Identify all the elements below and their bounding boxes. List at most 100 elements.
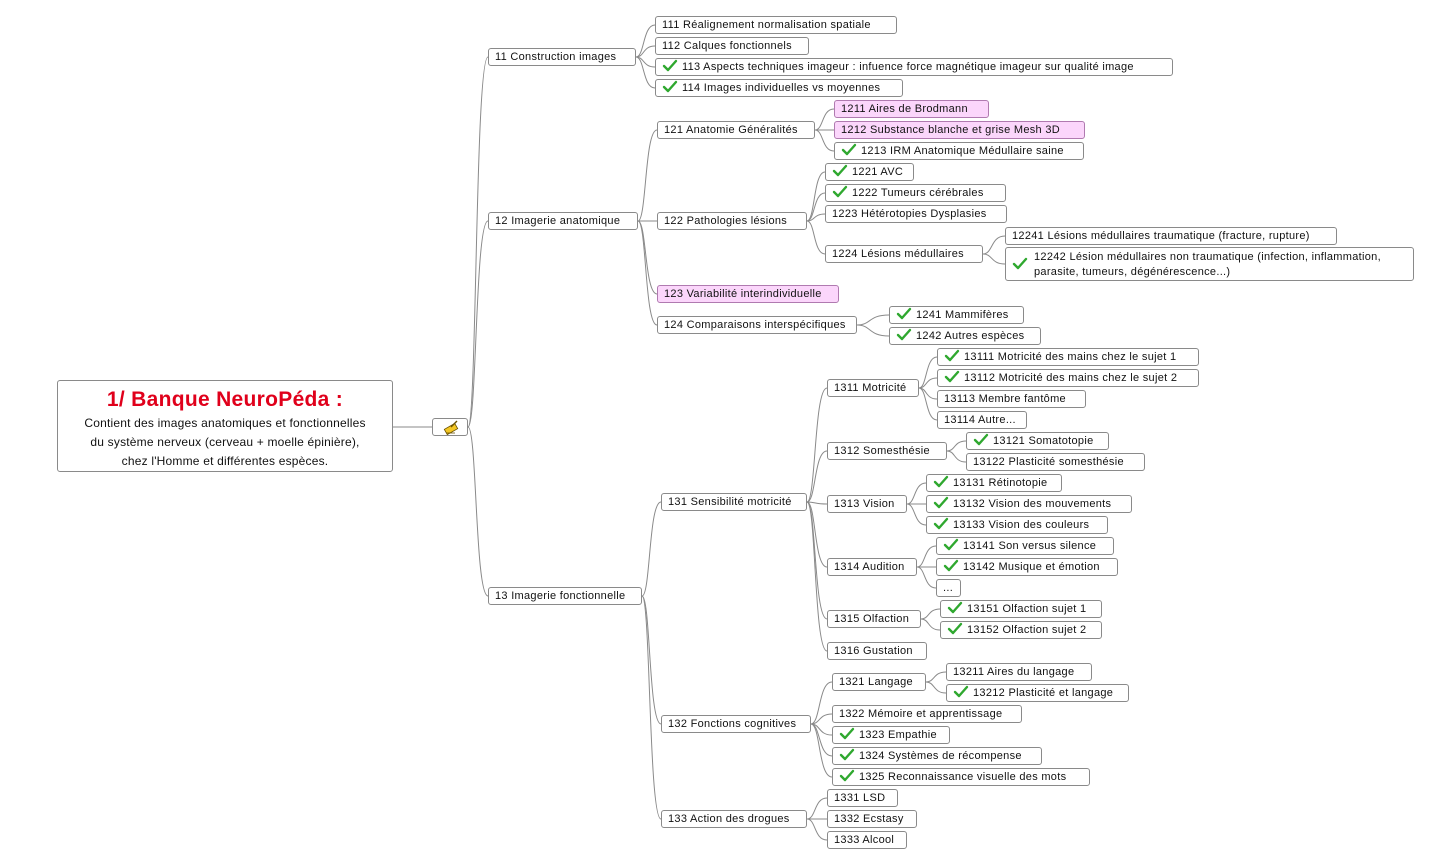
node-11[interactable]: 11 Construction images xyxy=(488,48,636,66)
connector-line xyxy=(806,797,828,820)
node-label: 13122 Plasticité somesthésie xyxy=(973,456,1124,468)
connector-line xyxy=(810,723,833,757)
node-1224[interactable]: 1224 Lésions médullaires xyxy=(825,245,983,263)
connector-line xyxy=(920,608,941,620)
node-1311[interactable]: 1311 Motricité xyxy=(827,379,919,397)
node-label: 123 Variabilité interindividuelle xyxy=(664,288,822,300)
connector-line xyxy=(806,192,826,222)
connector-line xyxy=(635,24,656,58)
node-12241[interactable]: 12241 Lésions médullaires traumatique (f… xyxy=(1005,227,1337,245)
node-1323[interactable]: 1323 Empathie xyxy=(832,726,950,744)
checkmark-icon xyxy=(832,185,848,198)
node-1312[interactable]: 1312 Somesthésie xyxy=(827,442,947,460)
checkmark-icon xyxy=(662,59,678,72)
root-title: 1/ Banque NeuroPéda : xyxy=(106,388,344,411)
node-label: 124 Comparaisons interspécifiques xyxy=(664,319,846,331)
node-1314[interactable]: 1314 Audition xyxy=(827,558,917,576)
node-13[interactable]: 13 Imagerie fonctionnelle xyxy=(488,587,642,605)
node-label: 1212 Substance blanche et grise Mesh 3D xyxy=(841,124,1060,136)
node-1315[interactable]: 1315 Olfaction xyxy=(827,610,921,628)
node-label: 1311 Motricité xyxy=(834,382,907,394)
connector-line xyxy=(856,314,890,326)
node-label: 13111 Motricité des mains chez le sujet … xyxy=(964,351,1177,363)
node-1211[interactable]: 1211 Aires de Brodmann xyxy=(834,100,989,118)
node-label: 11 Construction images xyxy=(495,51,617,63)
node-label: 13133 Vision des couleurs xyxy=(953,519,1090,531)
node-1221[interactable]: 1221 AVC xyxy=(825,163,914,181)
node-13152[interactable]: 13152 Olfaction sujet 2 xyxy=(940,621,1102,639)
node-124[interactable]: 124 Comparaisons interspécifiques xyxy=(657,316,857,334)
connector-line xyxy=(806,450,828,503)
node-13121[interactable]: 13121 Somatotopie xyxy=(966,432,1109,450)
node-1331[interactable]: 1331 LSD xyxy=(827,789,898,807)
node-1332[interactable]: 1332 Ecstasy xyxy=(827,810,917,828)
node-12242[interactable]: 12242 Lésion médullaires non traumatique… xyxy=(1005,247,1414,281)
node-1313[interactable]: 1313 Vision xyxy=(827,495,907,513)
checkmark-icon xyxy=(943,538,959,551)
node-13114[interactable]: 13114 Autre... xyxy=(937,411,1027,429)
node-13113[interactable]: 13113 Membre fantôme xyxy=(937,390,1086,408)
node-113[interactable]: 113 Aspects techniques imageur : infuenc… xyxy=(655,58,1173,76)
node-label: 1224 Lésions médullaires xyxy=(832,248,964,260)
node-label: 13211 Aires du langage xyxy=(953,666,1075,678)
checkmark-icon xyxy=(947,601,963,614)
node-1322[interactable]: 1322 Mémoire et apprentissage xyxy=(832,705,1022,723)
connector-line xyxy=(814,108,835,131)
node-1314x[interactable]: ... xyxy=(936,579,961,597)
node-label: 12242 Lésion médullaires non traumatique… xyxy=(1034,251,1381,278)
node-13212[interactable]: 13212 Plasticité et langage xyxy=(946,684,1129,702)
node-133[interactable]: 133 Action des drogues xyxy=(661,810,807,828)
node-label: 13132 Vision des mouvements xyxy=(953,498,1112,510)
node-13131[interactable]: 13131 Rétinotopie xyxy=(926,474,1062,492)
node-112[interactable]: 112 Calques fonctionnels xyxy=(655,37,809,55)
node-label: 13121 Somatotopie xyxy=(993,435,1094,447)
connector-line xyxy=(806,818,828,841)
node-13211[interactable]: 13211 Aires du langage xyxy=(946,663,1092,681)
connector-line xyxy=(946,440,967,452)
node-1333[interactable]: 1333 Alcool xyxy=(827,831,907,849)
node-13133[interactable]: 13133 Vision des couleurs xyxy=(926,516,1108,534)
node-13111[interactable]: 13111 Motricité des mains chez le sujet … xyxy=(937,348,1199,366)
broom-icon xyxy=(443,420,459,436)
node-1222[interactable]: 1222 Tumeurs cérébrales xyxy=(825,184,1006,202)
node-1242[interactable]: 1242 Autres espèces xyxy=(889,327,1041,345)
connector-line xyxy=(906,503,927,526)
node-1223[interactable]: 1223 Hétérotopies Dysplasies xyxy=(825,205,1007,223)
node-131[interactable]: 131 Sensibilité motricité xyxy=(661,493,807,511)
root-desc-line: chez l'Homme et différentes espèces. xyxy=(121,454,329,468)
connector-line xyxy=(637,220,658,295)
checkmark-icon xyxy=(933,517,949,530)
node-1316[interactable]: 1316 Gustation xyxy=(827,642,927,660)
connector-line xyxy=(806,213,826,222)
node-1241[interactable]: 1241 Mammifères xyxy=(889,306,1024,324)
connector-line xyxy=(637,129,658,222)
connector-line xyxy=(806,501,828,568)
checkmark-icon xyxy=(947,622,963,635)
node-1212[interactable]: 1212 Substance blanche et grise Mesh 3D xyxy=(834,121,1085,139)
node-13141[interactable]: 13141 Son versus silence xyxy=(936,537,1114,555)
connector-line xyxy=(641,595,662,725)
checkmark-icon xyxy=(896,328,912,341)
node-label: 131 Sensibilité motricité xyxy=(668,496,792,508)
node-13122[interactable]: 13122 Plasticité somesthésie xyxy=(966,453,1145,471)
node-132[interactable]: 132 Fonctions cognitives xyxy=(661,715,811,733)
node-111[interactable]: 111 Réalignement normalisation spatiale xyxy=(655,16,897,34)
node-12[interactable]: 12 Imagerie anatomique xyxy=(488,212,638,230)
hub-node[interactable] xyxy=(432,418,468,436)
node-114[interactable]: 114 Images individuelles vs moyennes xyxy=(655,79,903,97)
node-1325[interactable]: 1325 Reconnaissance visuelle des mots xyxy=(832,768,1090,786)
root-desc-line: du système nerveux (cerveau + moelle épi… xyxy=(90,435,360,449)
node-1321[interactable]: 1321 Langage xyxy=(832,673,926,691)
node-13142[interactable]: 13142 Musique et émotion xyxy=(936,558,1118,576)
node-1213[interactable]: 1213 IRM Anatomique Médullaire saine xyxy=(834,142,1084,160)
node-13112[interactable]: 13112 Motricité des mains chez le sujet … xyxy=(937,369,1199,387)
checkmark-icon xyxy=(841,143,857,156)
node-123[interactable]: 123 Variabilité interindividuelle xyxy=(657,285,839,303)
node-13132[interactable]: 13132 Vision des mouvements xyxy=(926,495,1132,513)
node-121[interactable]: 121 Anatomie Généralités xyxy=(657,121,815,139)
node-122[interactable]: 122 Pathologies lésions xyxy=(657,212,807,230)
node-label: 1332 Ecstasy xyxy=(834,813,904,825)
root-node[interactable]: 1/ Banque NeuroPéda : Contient des image… xyxy=(57,380,393,472)
node-13151[interactable]: 13151 Olfaction sujet 1 xyxy=(940,600,1102,618)
node-1324[interactable]: 1324 Systèmes de récompense xyxy=(832,747,1042,765)
